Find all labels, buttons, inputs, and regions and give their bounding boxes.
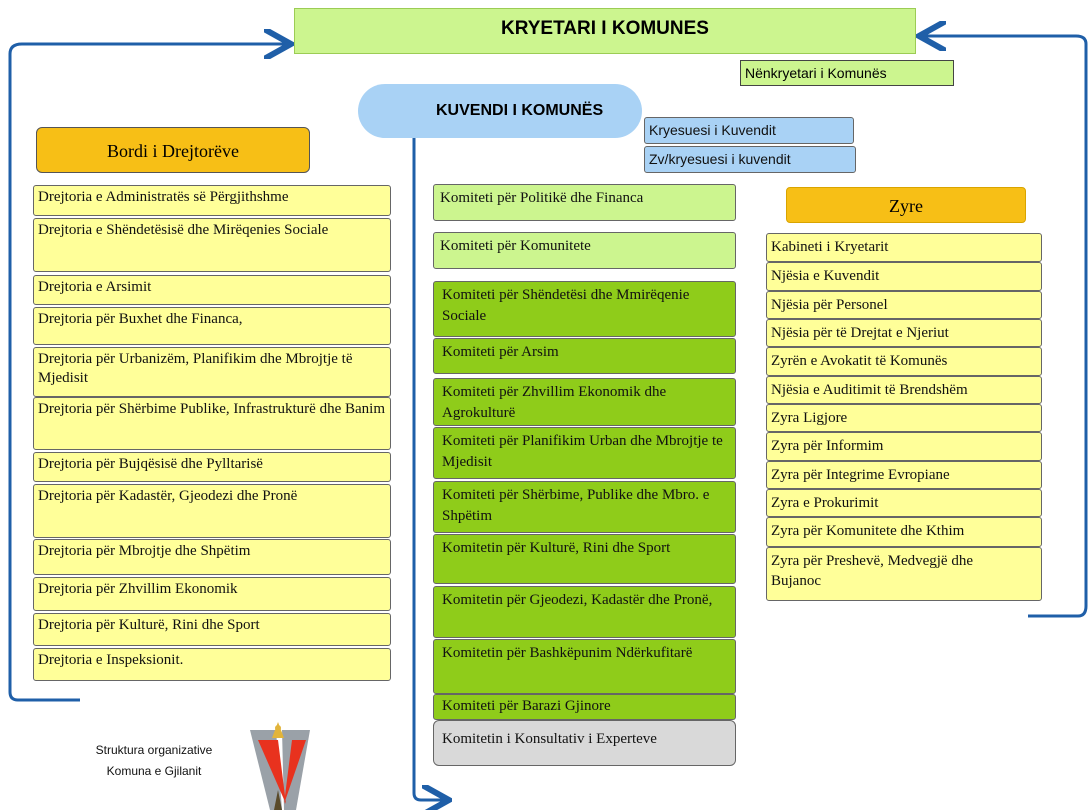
office-item: Zyra për Integrime Evropiane [766, 461, 1042, 489]
directorate-item: Drejtoria për Buxhet dhe Financa, [33, 307, 391, 345]
office-item: Zyra për Informim [766, 432, 1042, 461]
office-item: Njësia për Personel [766, 291, 1042, 319]
committee-item: Komiteti për Politikë dhe Financa [433, 184, 736, 221]
committee-item: Komiteti për Komunitete [433, 232, 736, 269]
directorate-item: Drejtoria e Administratës së Përgjithshm… [33, 185, 391, 216]
office-item: Zyra e Prokurimit [766, 489, 1042, 517]
board-title: Bordi i Drejtorëve [36, 127, 310, 173]
directorate-item: Drejtoria e Inspeksionit. [33, 648, 391, 681]
deputy-mayor: Nënkryetari i Komunës [740, 60, 954, 86]
committee-item: Komiteti për Shëndetësi dhe Mmirëqenie S… [433, 281, 736, 337]
directorate-item: Drejtoria për Shërbime Publike, Infrastr… [33, 397, 391, 450]
assembly-up-arrow [414, 110, 432, 790]
directorate-item: Drejtoria për Kadastër, Gjeodezi dhe Pro… [33, 484, 391, 538]
committee-item: Komiteti për Arsim [433, 338, 736, 374]
committee-item: Komiteti për Shërbime, Publike dhe Mbro.… [433, 481, 736, 533]
directorate-item: Drejtoria për Zhvillim Ekonomik [33, 577, 391, 611]
committee-item: Komitetin për Gjeodezi, Kadastër dhe Pro… [433, 586, 736, 638]
office-item: Zyra për Preshevë, Medvegjë dhe Bujanoc [766, 547, 1042, 601]
committee-item: Komitetin për Kulturë, Rini dhe Sport [433, 534, 736, 584]
footer-line-1: Struktura organizative [95, 743, 213, 757]
committee-item: Komitetin për Bashkëpunim Ndërkufitarë [433, 639, 736, 694]
committee-item: Komiteti për Barazi Gjinore [433, 694, 736, 720]
mayor-title: KRYETARI I KOMUNES [294, 8, 916, 54]
directorate-item: Drejtoria për Bujqësisë dhe Pylltarisë [33, 452, 391, 482]
office-item: Zyra Ligjore [766, 404, 1042, 432]
office-item: Njësia për të Drejtat e Njeriut [766, 319, 1042, 347]
assembly-title: KUVENDI I KOMUNËS [358, 84, 642, 138]
assembly-chair: Kryesuesi i Kuvendit [644, 117, 854, 144]
directorate-item: Drejtoria për Urbanizëm, Planifikim dhe … [33, 347, 391, 397]
committee-item: Komiteti për Zhvillim Ekonomik dhe Agrok… [433, 378, 736, 426]
assembly-deputy-chair: Zv/kryesuesi i kuvendit [644, 146, 856, 173]
offices-title: Zyre [786, 187, 1026, 223]
office-item: Kabineti i Kryetarit [766, 233, 1042, 262]
directorate-item: Drejtoria për Kulturë, Rini dhe Sport [33, 613, 391, 646]
office-item: Njësia e Kuvendit [766, 262, 1042, 291]
committee-item: Komitetin i Konsultativ i Experteve [433, 720, 736, 766]
left-loop-arrow [8, 44, 288, 702]
directorate-item: Drejtoria e Arsimit [33, 275, 391, 305]
office-item: Njësia e Auditimit të Brendshëm [766, 376, 1042, 404]
directorate-item: Drejtoria për Mbrojtje dhe Shpëtim [33, 539, 391, 575]
assembly-down-arrow [412, 780, 446, 800]
committee-item: Komiteti për Planifikim Urban dhe Mbrojt… [433, 427, 736, 479]
footer-line-2: Komuna e Gjilanit [106, 764, 202, 778]
office-item: Zyrën e Avokatit të Komunës [766, 347, 1042, 376]
office-item: Zyra për Komunitete dhe Kthim [766, 517, 1042, 547]
directorate-item: Drejtoria e Shëndetësisë dhe Mirëqenies … [33, 218, 391, 272]
right-loop-arrow [922, 36, 1088, 618]
footer-caption: Struktura organizative Komuna e Gjilanit [60, 740, 248, 782]
